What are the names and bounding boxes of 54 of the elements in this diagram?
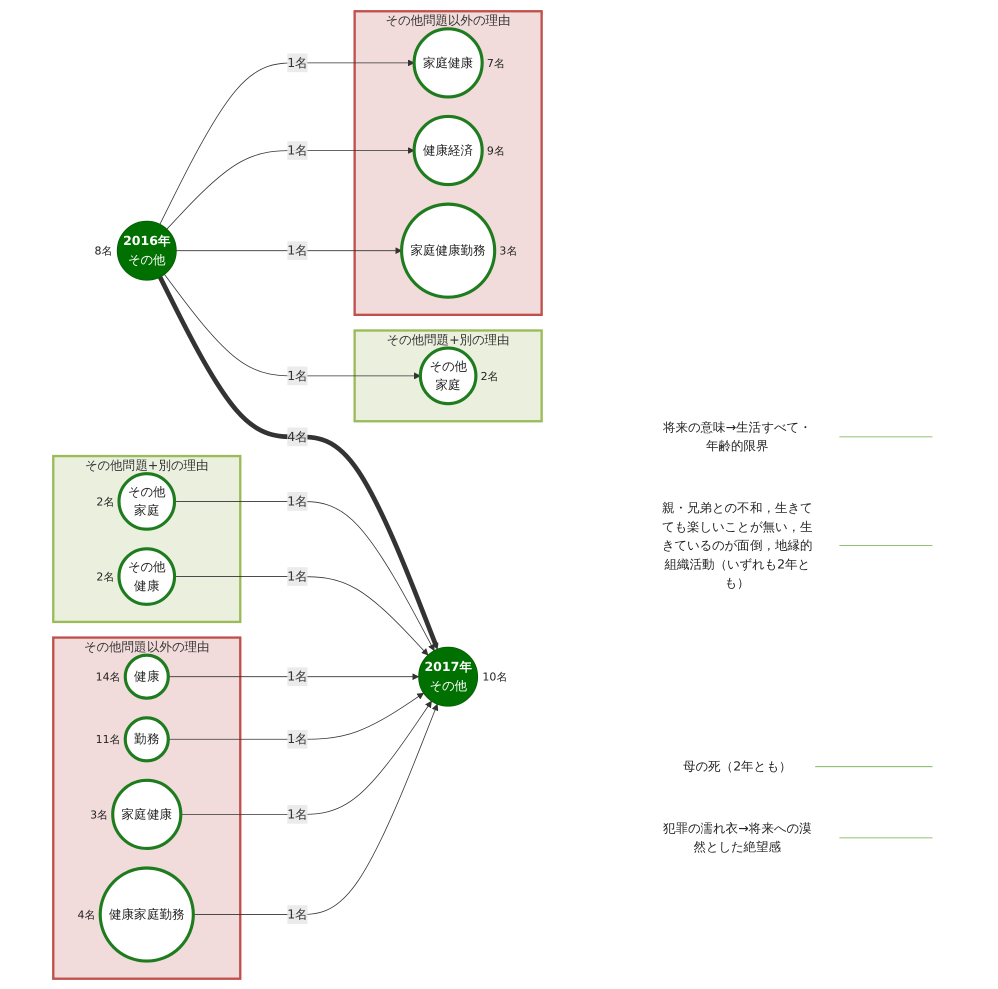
- edge-label: 1名: [287, 368, 308, 382]
- connector: [838, 436, 934, 437]
- count-label: 3名: [90, 808, 108, 821]
- count-label: 2名: [96, 570, 114, 583]
- edge-label: 4名: [287, 428, 308, 444]
- node-circle: 2016年 その他: [116, 220, 177, 280]
- arrow: [193, 703, 438, 914]
- connector: [814, 766, 934, 767]
- edge-label: 1名: [287, 142, 308, 158]
- arrow: [168, 692, 424, 740]
- node-circle: 健康経済: [412, 114, 484, 186]
- connector: [838, 837, 934, 838]
- node-circle: その他 健康: [118, 546, 176, 606]
- node-circle: 家庭健康: [111, 778, 182, 850]
- arrow: [174, 500, 435, 650]
- node-circle: 健康: [124, 653, 170, 700]
- count-label: 9名: [486, 144, 505, 157]
- node-circle: 健康家庭勤務: [98, 866, 195, 962]
- count-label: 10名: [482, 670, 508, 684]
- count-label: 2名: [96, 494, 114, 508]
- count-label: 2名: [480, 369, 499, 382]
- edge-label: 1名: [287, 568, 308, 584]
- arrow: [158, 276, 439, 649]
- edge-label: 1名: [287, 668, 308, 684]
- edge-label: 1名: [287, 806, 308, 821]
- node-circle: 勤務: [124, 716, 170, 762]
- node-circle: 家庭健康勤務: [400, 202, 496, 298]
- node-text: 将来の意味→生活すべて・年齢的限界: [663, 419, 812, 453]
- arrow: [180, 700, 432, 814]
- node-circle: 家庭健康: [412, 26, 484, 98]
- arrow: [166, 146, 414, 229]
- arrow: [174, 576, 428, 655]
- node-text: 犯罪の濡れ衣→将来への漠然とした絶望感: [663, 820, 812, 854]
- count-label: 14名: [96, 670, 121, 684]
- node-circle: その他 家庭: [118, 472, 176, 530]
- edge-label: 1名: [287, 493, 308, 508]
- edge-label: 1名: [287, 730, 308, 746]
- node-circle: その他 家庭: [418, 346, 478, 405]
- arrow: [164, 273, 421, 379]
- edge-label: 1名: [287, 54, 308, 70]
- count-label: 7名: [486, 56, 505, 70]
- node-text: 親・兄弟との不和，生きてても楽しいことが無い，生きているのが面倒，地縁的組織活動（いずれも2年とも）: [662, 500, 812, 590]
- connector: [838, 544, 934, 546]
- node-text: 母の死（2年とも）: [683, 758, 792, 774]
- node-circle: 2017年 その他: [418, 646, 478, 706]
- count-label: 3名: [499, 244, 518, 258]
- count-label: 4名: [78, 908, 96, 921]
- edge-label: 1名: [287, 906, 308, 922]
- arrow: [176, 246, 402, 254]
- count-label: 8名: [94, 244, 113, 258]
- edge-label: 1名: [287, 242, 308, 258]
- arrow: [160, 58, 414, 224]
- arrow: [168, 672, 419, 680]
- count-label: 11名: [96, 732, 121, 746]
